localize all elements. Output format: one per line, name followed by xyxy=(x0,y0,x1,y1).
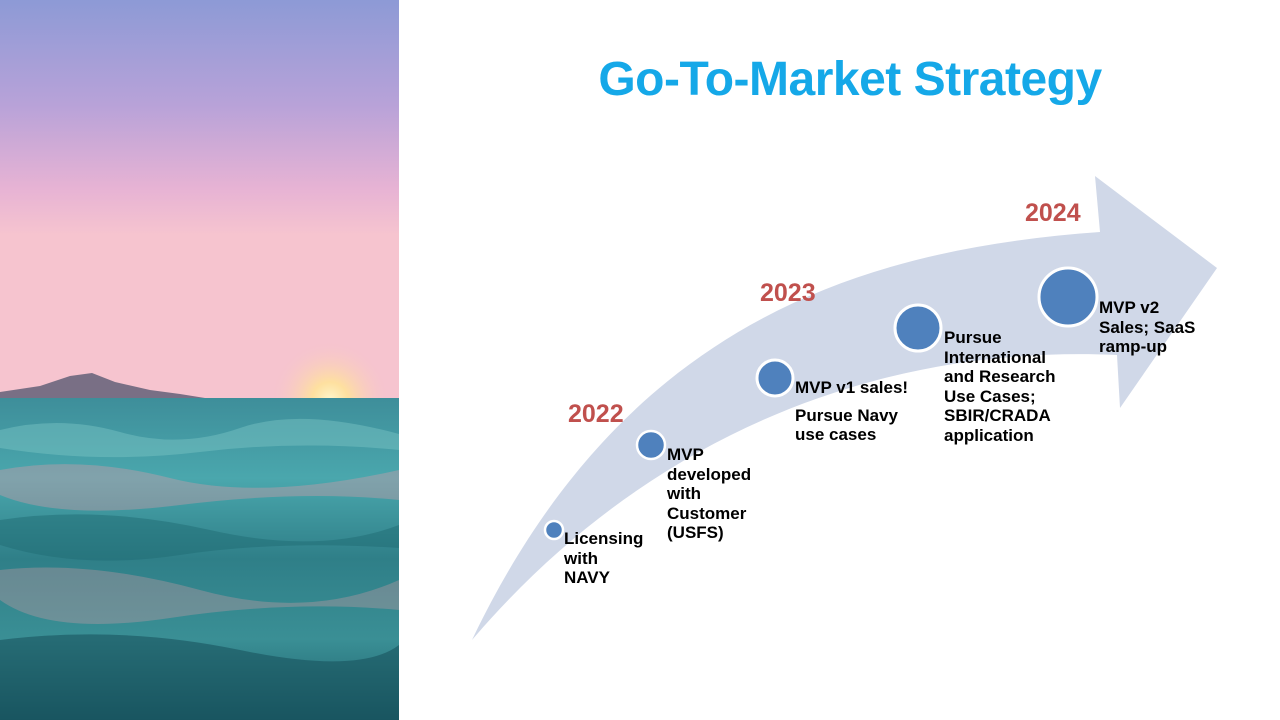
milestone-5-line: MVP v2 xyxy=(1099,298,1160,317)
milestone-2-line: with xyxy=(667,484,701,503)
milestone-dot-5 xyxy=(1037,266,1099,328)
milestone-3-extra-line: Pursue Navy xyxy=(795,405,898,425)
year-label-2024: 2024 xyxy=(1025,199,1081,227)
milestone-text-4: Pursue International and Research Use Ca… xyxy=(944,328,1056,445)
milestone-text-2: MVP developed with Customer (USFS) xyxy=(667,445,751,543)
milestone-2-line: Customer xyxy=(667,503,747,523)
milestone-2-line: developed xyxy=(667,464,752,484)
milestone-text-1: Licensing with NAVY xyxy=(564,529,643,588)
curved-arrow xyxy=(472,176,1217,640)
milestone-4-line: and Research xyxy=(944,367,1056,386)
milestone-3-line: MVP v1 sales! xyxy=(795,378,909,397)
milestone-text-5: MVP v2 Sales; SaaS ramp-up xyxy=(1099,298,1195,357)
milestone-dot-1 xyxy=(543,519,565,541)
milestone-dot-2 xyxy=(635,429,667,461)
ocean-sunset-photo xyxy=(0,0,399,720)
milestone-dot-3 xyxy=(755,358,795,398)
milestone-1-line: Licensing xyxy=(564,529,644,548)
milestone-2-line: (USFS) xyxy=(667,523,724,542)
slide-title: Go-To-Market Strategy xyxy=(598,53,1102,106)
milestone-5-line: ramp-up xyxy=(1099,337,1167,356)
milestone-2-line: MVP xyxy=(667,445,704,464)
milestone-4-line: SBIR/CRADA xyxy=(944,406,1051,425)
milestone-1-line: with xyxy=(564,548,598,568)
milestone-dot-4 xyxy=(893,303,943,353)
milestone-3-extra-line: use cases xyxy=(795,425,877,444)
milestone-5-line: Sales; SaaS xyxy=(1099,317,1196,337)
milestone-4-line: application xyxy=(944,425,1034,445)
milestone-4-line: Pursue xyxy=(944,328,1002,347)
year-label-2023: 2023 xyxy=(760,279,816,307)
milestone-text-3: MVP v1 sales! Pursue Navy use cases xyxy=(795,378,908,445)
milestone-4-line: Use Cases; xyxy=(944,386,1036,406)
milestone-4-line: International xyxy=(944,347,1047,367)
year-label-2022: 2022 xyxy=(568,400,624,428)
milestone-1-line: NAVY xyxy=(564,568,610,587)
